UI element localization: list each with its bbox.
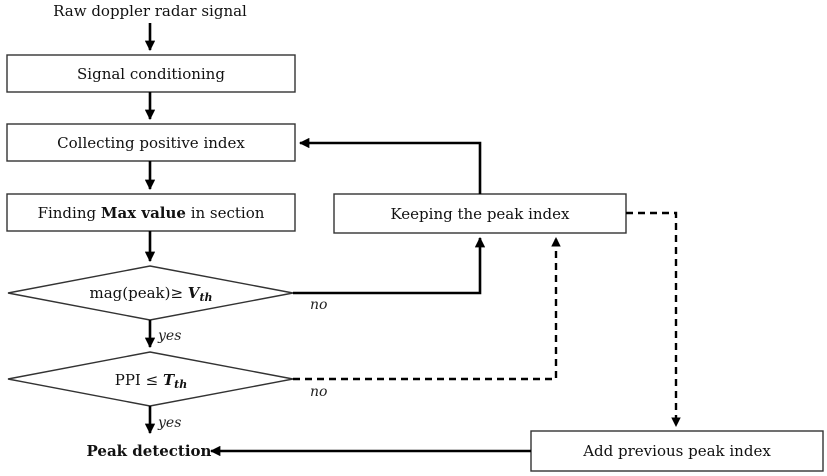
yes-label-1: yes: [157, 328, 181, 344]
keeping-peak-index-label: Keeping the peak index: [391, 205, 571, 223]
finding-max-value-label: Finding Max value in section: [38, 204, 265, 222]
decision-ppi-diamond: PPI ≤ Tth: [7, 351, 294, 407]
keeping-peak-index-box: Keeping the peak index: [333, 193, 627, 234]
decision-magnitude-label: mag(peak)≥ Vth: [89, 284, 212, 304]
collecting-positive-index-box: Collecting positive index: [6, 123, 296, 162]
input-label: Raw doppler radar signal: [53, 2, 247, 20]
signal-conditioning-box: Signal conditioning: [6, 54, 296, 93]
arrow-keeping-to-collecting: [298, 137, 482, 194]
arrow-decision2-no: [293, 237, 561, 381]
add-previous-peak-index-box: Add previous peak index: [530, 430, 824, 472]
no-label-1: no: [310, 297, 327, 313]
no-label-2: no: [310, 384, 327, 400]
add-previous-peak-index-label: Add previous peak index: [582, 442, 771, 460]
finding-max-value-box: Finding Max value in section: [6, 193, 296, 232]
yes-label-2: yes: [157, 415, 181, 431]
collecting-positive-index-label: Collecting positive index: [57, 134, 245, 152]
signal-conditioning-label: Signal conditioning: [77, 65, 225, 83]
arrow-keeping-to-add-previous: [626, 211, 681, 427]
decision-ppi-label: PPI ≤ Tth: [115, 371, 187, 391]
decision-magnitude-diamond: mag(peak)≥ Vth: [7, 265, 294, 321]
arrow-decision1-no: [293, 236, 486, 295]
peak-detection-label: Peak detection: [87, 442, 212, 460]
